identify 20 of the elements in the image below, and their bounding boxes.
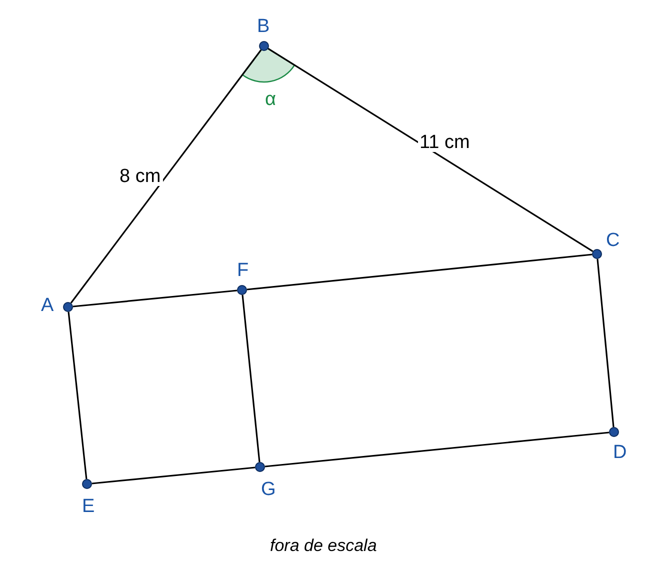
line-segment xyxy=(70,50,262,304)
point-label: G xyxy=(261,480,276,499)
point-label: A xyxy=(41,296,54,315)
line-segment xyxy=(246,254,592,290)
line-segment xyxy=(92,466,256,484)
angle-label: α xyxy=(265,90,276,109)
line-segment xyxy=(596,258,614,428)
line-segment xyxy=(242,294,260,462)
point-label: D xyxy=(613,443,627,462)
line-segment xyxy=(72,290,238,308)
line-segment xyxy=(264,432,610,468)
point-label: F xyxy=(237,261,249,280)
point-label: B xyxy=(257,17,270,36)
line-segment xyxy=(268,48,594,252)
caption: fora de escala xyxy=(270,536,377,556)
line-segment xyxy=(68,312,88,480)
edge-label: 8 cm xyxy=(118,167,163,186)
point-label: C xyxy=(606,231,620,250)
point-label: E xyxy=(82,497,95,516)
edge-label: 11 cm xyxy=(418,132,472,152)
